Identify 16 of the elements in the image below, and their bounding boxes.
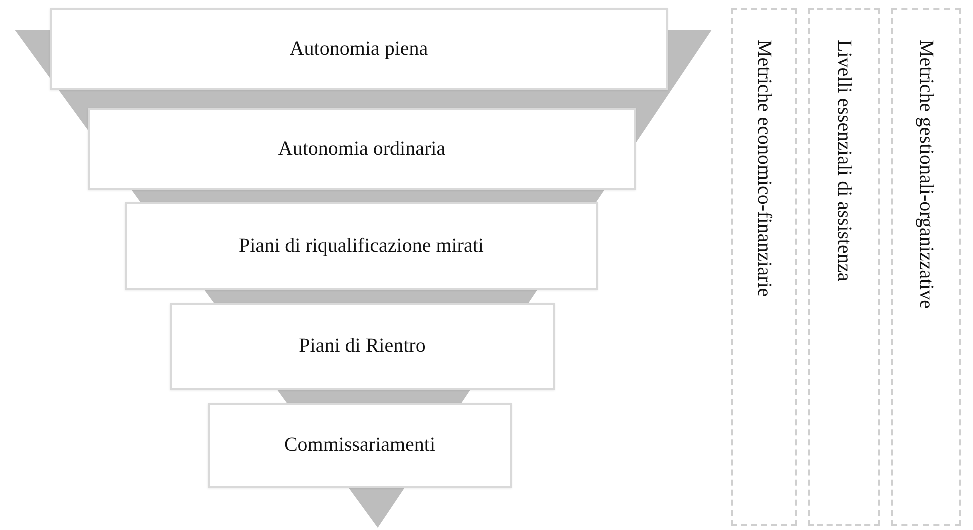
level-box [208, 403, 512, 488]
level-box [50, 8, 668, 90]
column-label: Metriche gestionali-organizzative [914, 40, 938, 309]
level-box [88, 108, 636, 190]
level-label: Piani di riqualificazione mirati [239, 234, 484, 258]
level-label: Commissariamenti [284, 434, 436, 457]
level-box [170, 303, 555, 390]
dashed-column [731, 8, 797, 526]
level-label: Autonomia ordinaria [278, 138, 446, 160]
dashed-column [891, 8, 961, 526]
level-box [125, 202, 598, 290]
dashed-column [808, 8, 880, 526]
level-label: Autonomia piena [290, 38, 428, 60]
column-label: Livelli essenziali di assistenza [832, 40, 856, 282]
column-label: Metriche economico-finanziarie [752, 40, 776, 298]
level-label: Piani di Rientro [299, 335, 426, 358]
